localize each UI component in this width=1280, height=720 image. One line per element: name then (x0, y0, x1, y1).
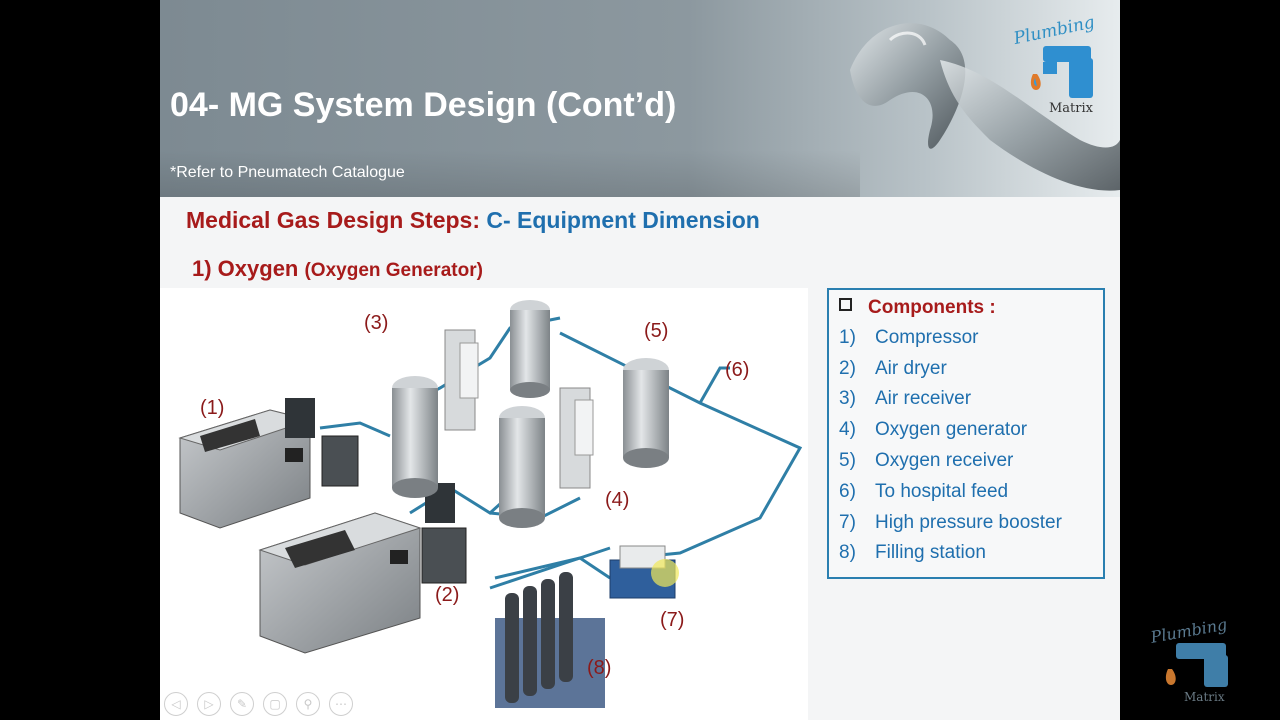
oxygen-system-diagram: (1) (2) (3) (4) (5) (6) (7) (8) (160, 288, 808, 720)
previous-slide-icon[interactable]: ◁ (164, 692, 188, 716)
next-slide-icon[interactable]: ▷ (197, 692, 221, 716)
compressor-2 (258, 512, 422, 654)
label-1: (1) (200, 397, 225, 419)
label-4: (4) (605, 489, 630, 511)
compressor-1 (178, 409, 312, 529)
subsection-heading: 1) Oxygen (Oxygen Generator) (192, 256, 483, 281)
label-7: (7) (660, 609, 685, 631)
slide-title: 04- MG System Design (Cont’d) (170, 86, 677, 124)
label-8: (8) (587, 657, 612, 679)
watermark-logo: Plumbing Matrix (1146, 605, 1262, 705)
list-item: 3)Air receiver (839, 388, 972, 409)
plumbing-matrix-logo: Plumbing Matrix (1003, 8, 1115, 123)
label-2: (2) (435, 584, 460, 606)
list-item: 2)Air dryer (839, 358, 947, 379)
pen-tool-icon[interactable]: ✎ (230, 692, 254, 716)
list-item: 6)To hospital feed (839, 481, 1009, 502)
water-splash-image (850, 23, 1120, 191)
catalogue-note: *Refer to Pneumatech Catalogue (170, 164, 405, 181)
see-all-slides-icon[interactable]: ▢ (263, 692, 287, 716)
slide: Plumbing Matrix 04- MG System Design (Co… (160, 0, 1120, 720)
svg-text:Plumbing: Plumbing (1148, 615, 1228, 647)
section-heading: Medical Gas Design Steps: C- Equipment D… (186, 207, 760, 233)
list-item: 8)Filling station (839, 542, 986, 563)
checkbox-bullet-icon (839, 298, 852, 311)
label-3: (3) (364, 312, 389, 334)
list-item: 4)Oxygen generator (839, 419, 1028, 440)
slideshow-controls: ◁ ▷ ✎ ▢ ⚲ ⋯ (164, 692, 362, 716)
components-box: Components : 1)Compressor 2)Air dryer 3)… (827, 288, 1105, 579)
label-5: (5) (644, 320, 669, 342)
zoom-icon[interactable]: ⚲ (296, 692, 320, 716)
svg-text:Plumbing: Plumbing (1011, 12, 1097, 49)
list-item: 1)Compressor (839, 327, 979, 348)
svg-text:Matrix: Matrix (1049, 101, 1094, 116)
list-item: 7)High pressure booster (839, 512, 1062, 533)
list-item: 5)Oxygen receiver (839, 450, 1014, 471)
label-6: (6) (725, 359, 750, 381)
components-header: Components : (839, 297, 996, 319)
more-options-icon[interactable]: ⋯ (329, 692, 353, 716)
svg-text:Matrix: Matrix (1184, 690, 1225, 704)
